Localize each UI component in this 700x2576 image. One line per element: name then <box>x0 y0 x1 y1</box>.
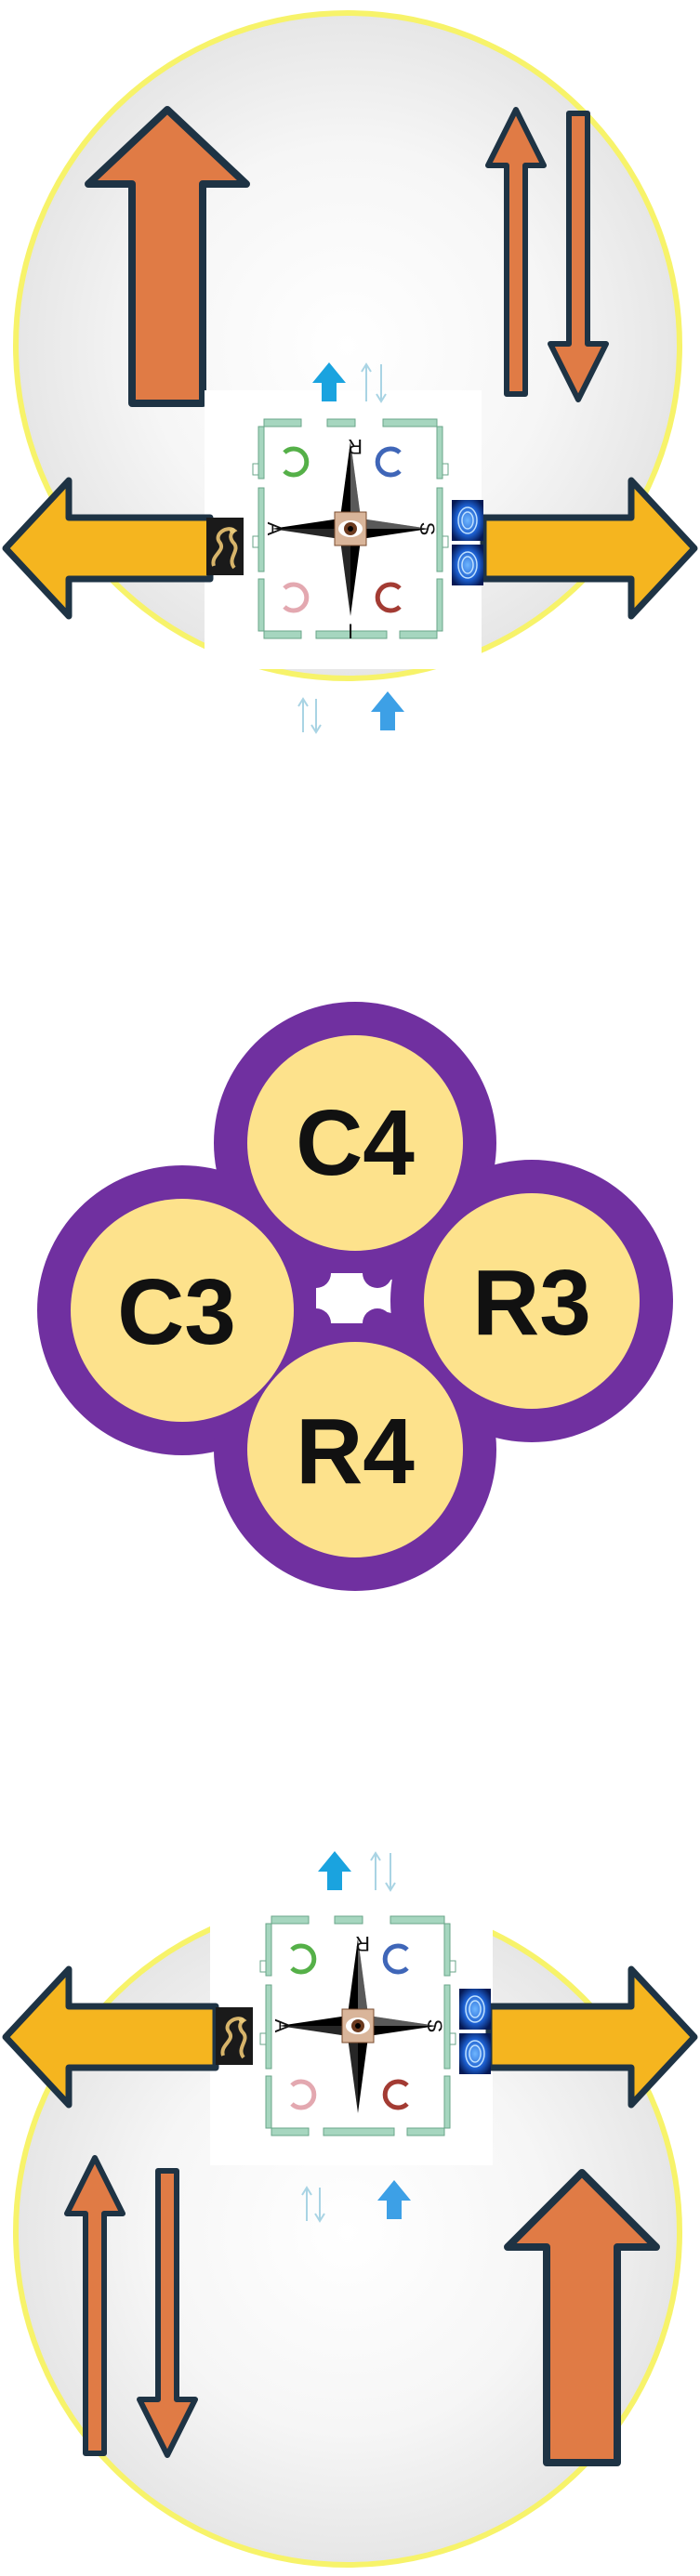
up-arrow-icon <box>504 2169 660 2466</box>
double-arrow-icon <box>297 697 322 734</box>
clover-label-top: C4 <box>296 1091 415 1195</box>
clover-top-inner <box>247 1035 463 1251</box>
clover-label-bottom: R4 <box>296 1400 415 1504</box>
compass-panel: R I A S <box>253 419 448 643</box>
compass-letter-top: R <box>348 435 363 458</box>
up-arrow-icon <box>64 2155 125 2456</box>
compass-letter-left: A <box>263 522 286 536</box>
compass-letter-top: R <box>355 1932 370 1955</box>
clover-left-inner <box>71 1199 294 1422</box>
compass-letter-bottom: I <box>348 620 353 643</box>
top-sphere: R I A S <box>2 10 698 734</box>
up-arrow-icon <box>485 107 547 397</box>
compass-letter-right: S <box>423 2019 446 2033</box>
double-arrow-icon <box>301 2186 325 2223</box>
clover: C4 C3 R3 R4 <box>37 1002 673 1591</box>
clover-right-inner <box>424 1193 640 1409</box>
bottom-sphere: R A S <box>2 1851 698 2568</box>
down-arrow-icon <box>548 111 609 402</box>
down-arrow-icon <box>137 2168 198 2458</box>
clover-bottom-inner <box>247 1342 463 1557</box>
up-arrow-icon <box>85 106 250 407</box>
up-arrow-icon <box>318 1851 351 1890</box>
dragon-icon <box>205 516 245 577</box>
clover-label-left: C3 <box>117 1260 236 1364</box>
double-arrow-icon <box>370 1851 396 1892</box>
up-arrow-icon <box>377 2180 411 2219</box>
compass-panel: R A S <box>260 1916 456 2136</box>
compass-letter-right: S <box>416 522 439 536</box>
up-arrow-icon <box>371 691 404 730</box>
up-arrow-icon <box>312 362 346 401</box>
double-arrow-icon <box>361 362 387 403</box>
compass-letter-left: A <box>271 2019 294 2033</box>
clover-label-right: R3 <box>472 1251 591 1355</box>
dragon-icon <box>214 2005 255 2067</box>
